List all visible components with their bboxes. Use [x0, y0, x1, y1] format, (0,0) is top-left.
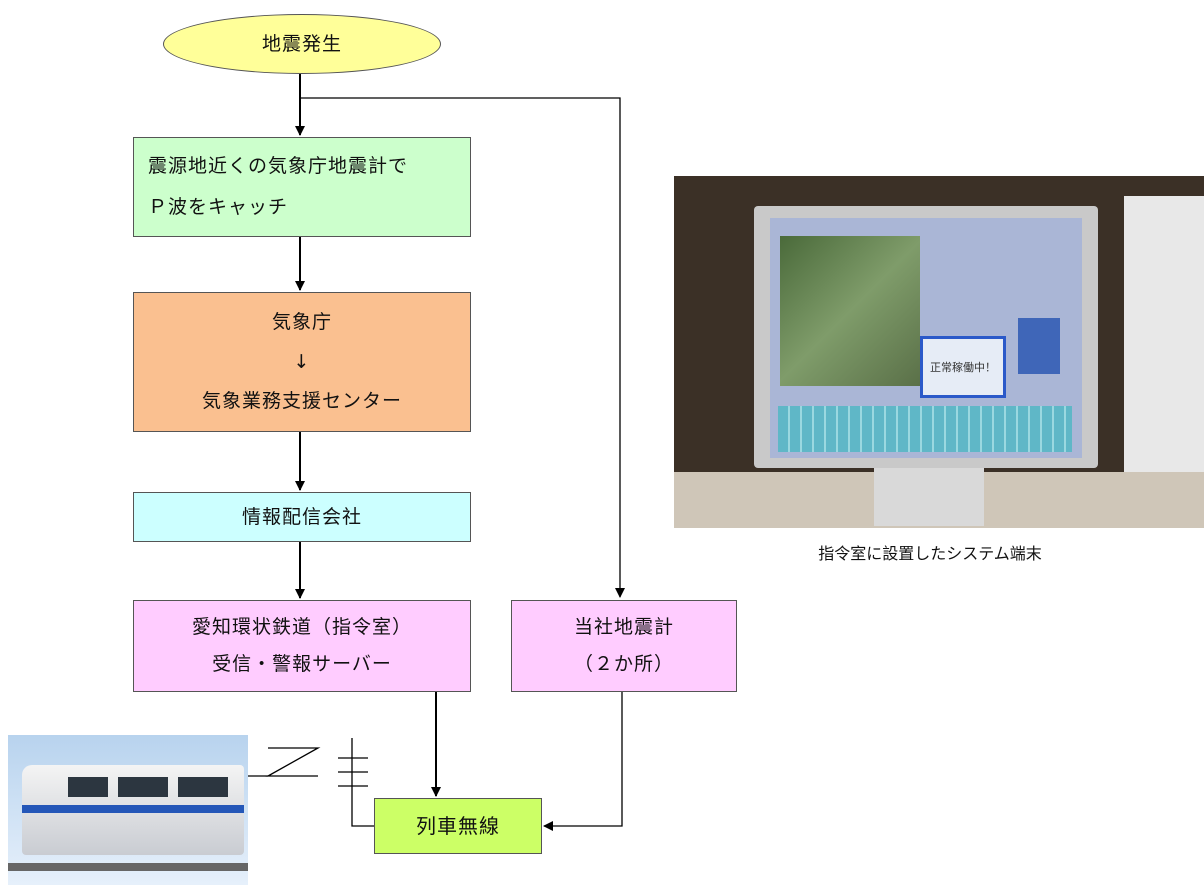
station-grid [778, 406, 1072, 452]
map-panel [780, 236, 920, 386]
system-terminal-photo: 正常稼働中！ [674, 176, 1204, 528]
radio-wave-zigzag [265, 747, 321, 777]
monitor-screen: 正常稼働中！ [770, 218, 1082, 458]
rail [8, 863, 248, 871]
train-radio-node: 列車無線 [374, 798, 542, 854]
arrow-start-to-own-seismometer [300, 97, 625, 598]
aichi-command-room-node: 愛知環状鉄道（指令室） 受信・警報サーバー [133, 600, 471, 692]
info-distributor-node: 情報配信会社 [133, 492, 471, 542]
jma-support-center-node: 気象庁 ↓ 気象業務支援センター [133, 292, 471, 432]
earthquake-occurrence-node: 地震発生 [163, 14, 441, 74]
arrow-own-seismometer-to-radio [543, 692, 623, 831]
status-panel: 正常稼働中！ [920, 336, 1006, 398]
japan-mini-map [1018, 318, 1060, 374]
jma-seismometer-node: 震源地近くの気象庁地震計で Ｐ波をキャッチ [133, 137, 471, 237]
antenna-line [351, 738, 374, 827]
own-seismometer-node: 当社地震計 （２か所） [511, 600, 737, 692]
photo-caption: 指令室に設置したシステム端末 [818, 544, 1042, 563]
train-illustration [8, 735, 248, 885]
monitor: 正常稼働中！ [754, 206, 1098, 468]
